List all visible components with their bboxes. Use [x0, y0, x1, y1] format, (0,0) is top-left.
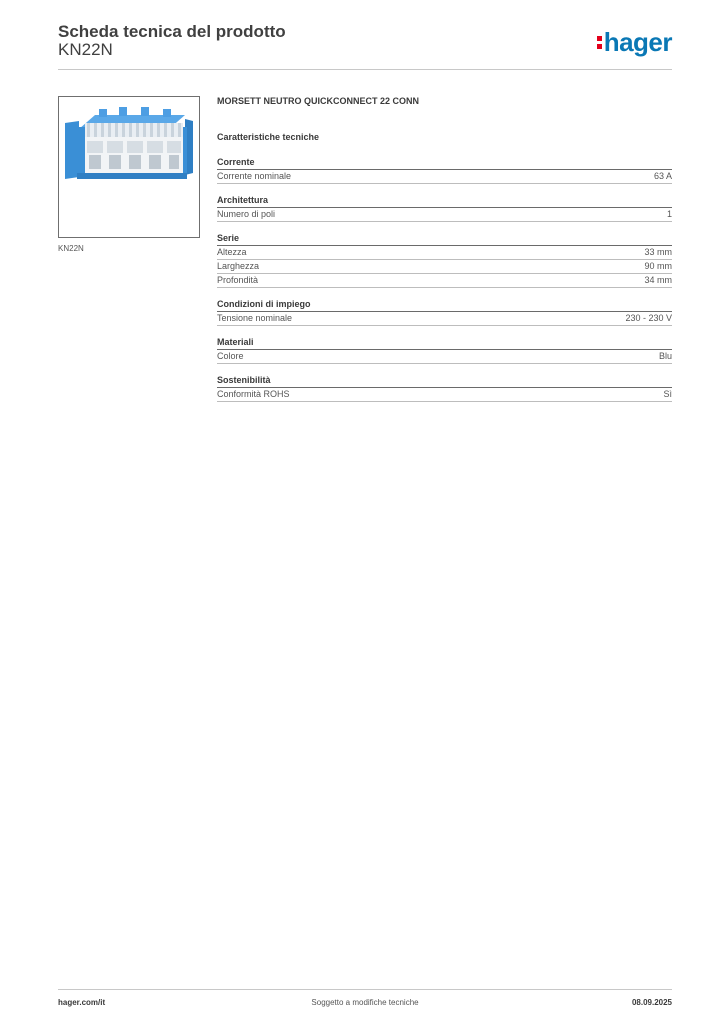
product-name: MORSETT NEUTRO QUICKCONNECT 22 CONN — [217, 96, 420, 106]
footer-date: 08.09.2025 — [631, 998, 672, 1007]
logo-dots-icon — [596, 33, 602, 53]
spec-row: Profondità 34 mm — [217, 274, 672, 288]
spec-group-serie: Serie Altezza 33 mm Larghezza 90 mm Prof… — [217, 233, 672, 288]
product-image — [58, 96, 200, 238]
spec-group-title: Condizioni di impiego — [217, 299, 672, 312]
spec-value: 63 A — [653, 171, 672, 181]
spec-group-sostenibilita: Sostenibilità Conformità ROHS Sì — [217, 375, 672, 402]
page-header: Scheda tecnica del prodotto KN22N hager — [58, 20, 673, 70]
spec-row: Corrente nominale 63 A — [217, 170, 672, 184]
hager-logo: hager — [596, 27, 673, 57]
spec-value: 1 — [666, 209, 672, 219]
footer-website-link[interactable]: hager.com/it — [58, 998, 106, 1007]
document-title: Scheda tecnica del prodotto — [58, 22, 286, 41]
spec-value: Sì — [663, 389, 672, 399]
spec-group-title: Architettura — [217, 195, 672, 208]
spec-value: 230 - 230 V — [625, 313, 672, 323]
product-image-caption: KN22N — [58, 244, 84, 253]
page-footer: hager.com/it Soggetto a modifiche tecnic… — [58, 989, 672, 1012]
spec-group-condizioni: Condizioni di impiego Tensione nominale … — [217, 299, 672, 326]
specs-heading: Caratteristiche tecniche — [217, 132, 320, 142]
spec-row: Conformità ROHS Sì — [217, 388, 672, 402]
spec-group-title: Sostenibilità — [217, 375, 672, 388]
logo-text: hager — [603, 27, 673, 57]
spec-label: Conformità ROHS — [217, 389, 290, 399]
spec-row: Colore Blu — [217, 350, 672, 364]
spec-group-title: Serie — [217, 233, 672, 246]
spec-label: Numero di poli — [217, 209, 276, 219]
spec-group-title: Materiali — [217, 337, 672, 350]
spec-group-title: Corrente — [217, 157, 672, 170]
spec-group-materiali: Materiali Colore Blu — [217, 337, 672, 364]
product-code: KN22N — [58, 40, 113, 59]
spec-value: 90 mm — [644, 261, 672, 271]
spec-label: Altezza — [217, 247, 247, 257]
spec-label: Colore — [217, 351, 244, 361]
spec-row: Tensione nominale 230 - 230 V — [217, 312, 672, 326]
footer-note: Soggetto a modifiche tecniche — [311, 998, 419, 1007]
spec-label: Larghezza — [217, 261, 260, 271]
spec-row: Numero di poli 1 — [217, 208, 672, 222]
product-details: MORSETT NEUTRO QUICKCONNECT 22 CONN Cara… — [217, 96, 672, 413]
terminal-block-illustration — [65, 107, 193, 179]
spec-label: Profondità — [217, 275, 259, 285]
spec-row: Larghezza 90 mm — [217, 260, 672, 274]
spec-group-architettura: Architettura Numero di poli 1 — [217, 195, 672, 222]
spec-value: 34 mm — [644, 275, 672, 285]
spec-row: Altezza 33 mm — [217, 246, 672, 260]
spec-value: 33 mm — [644, 247, 672, 257]
spec-group-corrente: Corrente Corrente nominale 63 A — [217, 157, 672, 184]
spec-label: Tensione nominale — [217, 313, 293, 323]
spec-label: Corrente nominale — [217, 171, 292, 181]
spec-value: Blu — [658, 351, 672, 361]
